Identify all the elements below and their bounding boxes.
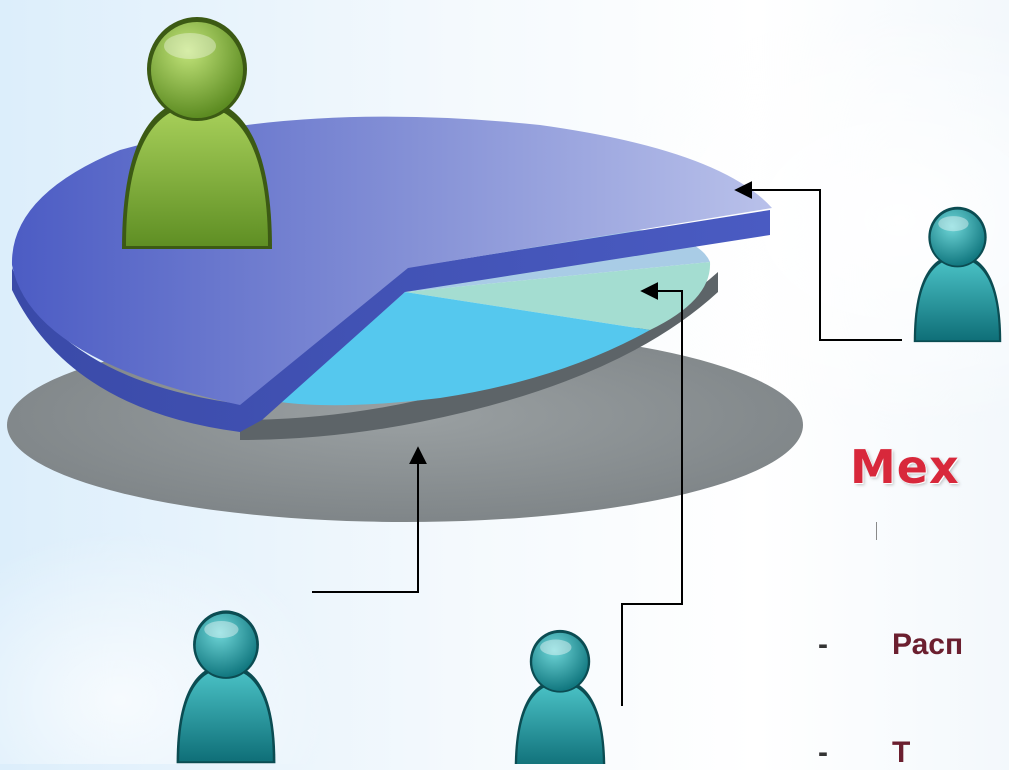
slide-heading: Мех	[850, 440, 960, 494]
bullet-text: Расп	[892, 628, 964, 661]
pie-slice-mint	[405, 262, 711, 330]
large-slice-side	[12, 210, 770, 432]
connector-bottom-middle-to-small-slice	[621, 282, 683, 706]
text-divider	[876, 522, 877, 540]
person-teal-icon	[176, 610, 276, 764]
connector-bottom-left-to-shadow	[312, 446, 427, 593]
bullet-item: -Т	[818, 736, 910, 770]
bullet-marker: -	[818, 736, 828, 769]
pie-slice-light-blue	[280, 292, 650, 406]
connector-right-to-large-slice	[734, 181, 902, 341]
bullet-item: - Расп	[818, 628, 963, 662]
small-slices-side	[240, 272, 718, 440]
person-teal-icon	[514, 629, 606, 764]
person-green-icon	[122, 17, 272, 249]
bullet-marker: -	[818, 628, 828, 661]
bullet-text: Т	[892, 736, 911, 769]
person-teal-icon	[913, 206, 1002, 343]
